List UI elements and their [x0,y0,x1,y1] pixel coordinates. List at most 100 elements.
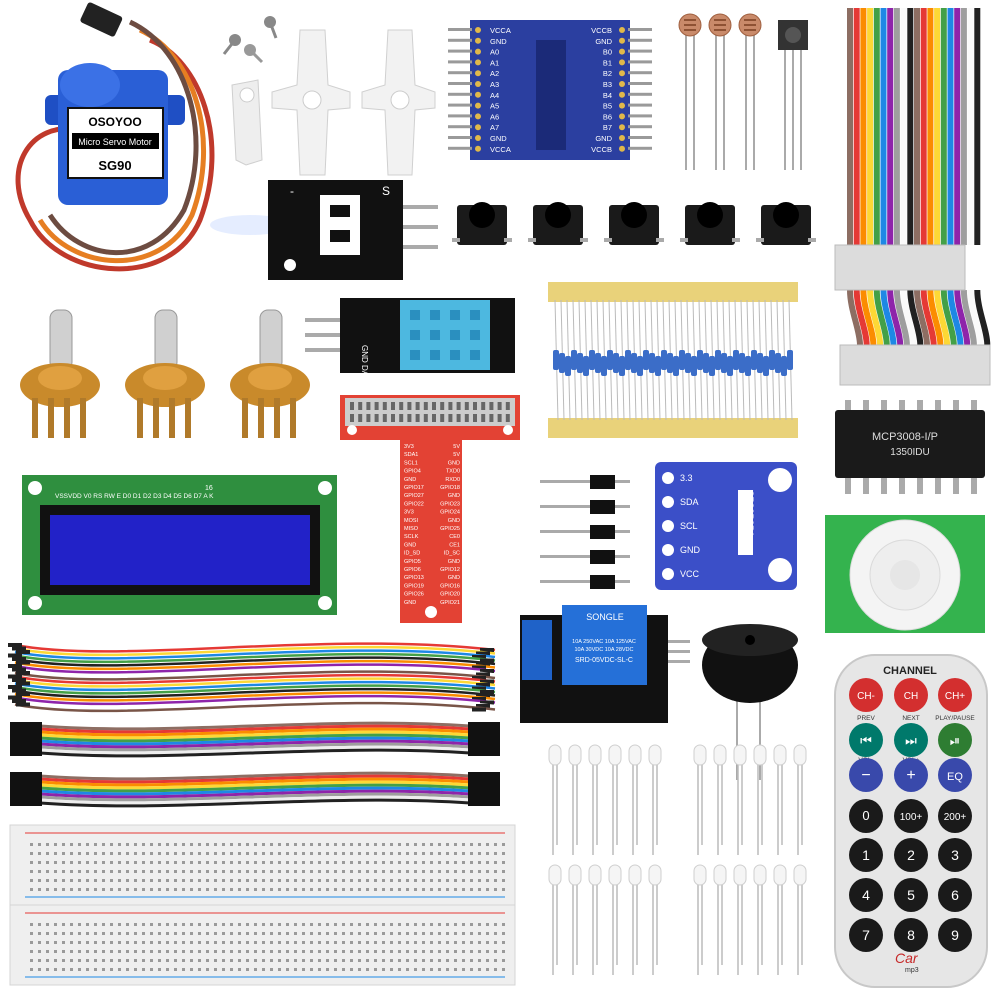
remote-brand-sub: mp3 [905,967,919,974]
breadboard-hole [62,852,65,855]
breadboard-hole [110,843,113,846]
breadboard-hole [118,959,121,962]
breadboard-hole [190,959,193,962]
breadboard-hole [46,932,49,935]
breadboard-hole [86,923,89,926]
breadboard-hole [462,879,465,882]
breadboard-hole [310,968,313,971]
dupont-end [468,722,500,756]
jumper-wire [14,666,496,678]
cobbler-label: GND [448,518,460,524]
breadboard-hole [30,879,33,882]
breadboard-hole [86,950,89,953]
breadboard-hole [382,870,385,873]
breadboard-hole [422,932,425,935]
dupont-wire [39,727,471,737]
breadboard-hole [230,879,233,882]
breadboard-hole [254,861,257,864]
breadboard-hole [294,968,297,971]
chip-line1: MCP3008-I/P [872,431,938,443]
pot-pin [274,398,280,438]
breadboard-hole [30,888,33,891]
breadboard-hole [166,923,169,926]
header-pin [391,414,395,422]
jumper-end [12,667,26,672]
jumper-end [476,693,490,698]
breadboard-hole [126,843,129,846]
remote-button-ch- [849,678,883,712]
pin [628,49,652,53]
remote-digit-3 [938,838,972,872]
breadboard-hole [62,879,65,882]
resistor-body [685,353,691,373]
breadboard-hole [182,941,185,944]
breadboard-hole [142,888,145,891]
pot-nut [248,366,292,390]
breadboard-hole [190,843,193,846]
breadboard-hole [302,861,305,864]
breadboard-hole [126,932,129,935]
chip-leg [935,400,941,412]
led-body [693,864,707,886]
breadboard-hole [254,843,257,846]
pin [628,103,652,107]
breadboard-hole [246,879,249,882]
breadboard-hole [222,923,225,926]
breadboard-hole [198,843,201,846]
jumper-end [480,690,494,694]
breadboard-hole [78,968,81,971]
breadboard-hole [270,870,273,873]
breadboard-hole [158,941,161,944]
breadboard-hole [110,923,113,926]
breadboard-hole [326,932,329,935]
led-body [608,744,622,766]
breadboard-hole [198,852,201,855]
breadboard-hole [398,950,401,953]
breadboard-hole [182,923,185,926]
breadboard-hole [54,888,57,891]
breadboard-hole [350,950,353,953]
breadboard-hole [134,861,137,864]
header-pin [350,414,354,422]
jumper-end [12,678,26,682]
breadboard-hole [406,852,409,855]
pot-pin [185,398,191,438]
header-pin [448,402,453,410]
breadboard-hole [310,870,313,873]
breadboard-hole [350,888,353,891]
breadboard-hole [230,923,233,926]
breadboard-hole [398,870,401,873]
breadboard-hole [30,941,33,944]
pad [619,48,625,55]
breadboard-hole [246,852,249,855]
breadboard-hole [190,932,193,935]
breadboard-hole [174,923,177,926]
pad [475,81,481,87]
cobbler-label: ID_SC [444,551,460,557]
jumper-end [16,692,30,696]
breadboard-hole [214,968,217,971]
pin [448,103,472,107]
breadboard-hole [294,932,297,935]
breadboard-hole [158,932,161,935]
breadboard-hole [422,861,425,864]
breadboard-hole [102,950,105,953]
dupont-wire [39,745,471,755]
breadboard-hole [262,852,265,855]
breadboard-hole [334,870,337,873]
breadboard-hole [462,852,465,855]
pot-pin [80,398,86,438]
breadboard-hole [310,923,313,926]
breadboard-hole [38,968,41,971]
bmp-pad [662,472,674,484]
breadboard-hole [254,923,257,926]
led-body [568,744,582,766]
ribbon-wire [893,8,910,346]
breadboard-hole [454,852,457,855]
breadboard-hole [222,968,225,971]
breadboard-hole [78,852,81,855]
breadboard-hole [454,950,457,953]
breadboard-hole [478,861,481,864]
breadboard-hole [342,870,345,873]
remote-digit-label: 1 [862,847,870,863]
